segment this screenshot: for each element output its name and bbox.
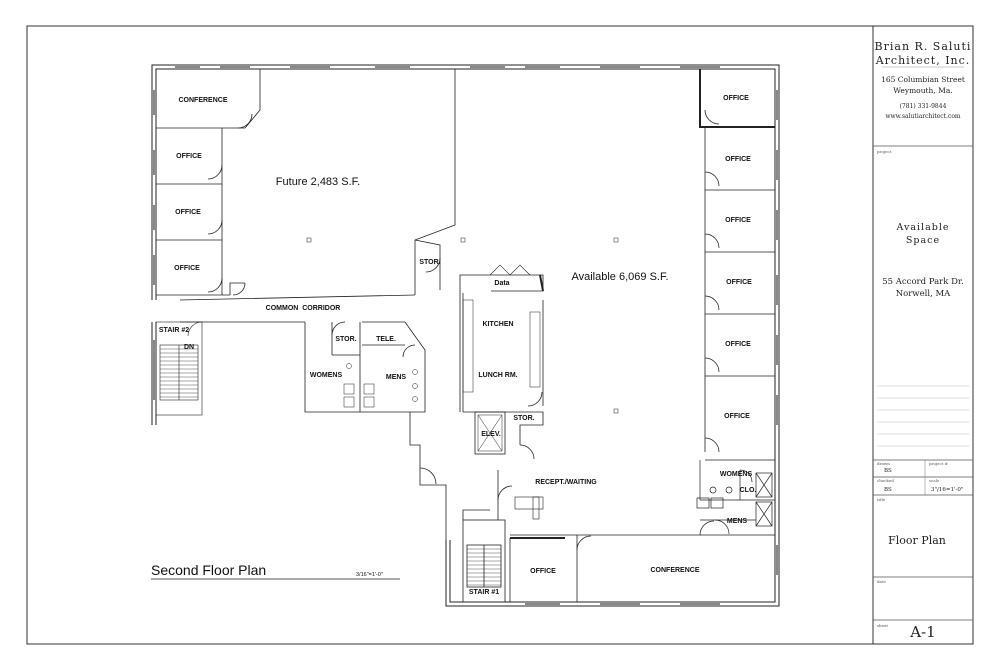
room-office-e4: OFFICE bbox=[726, 279, 752, 286]
project-name: Available bbox=[896, 222, 950, 233]
room-mens-1: MENS bbox=[386, 374, 407, 381]
firm-website: www.salutiarchitect.com bbox=[885, 113, 961, 120]
room-common-corridor: COMMON CORRIDOR bbox=[266, 305, 341, 312]
restroom-core bbox=[304, 321, 447, 540]
room-labels: CONFERENCE OFFICE OFFICE OFFICE Future 2… bbox=[159, 95, 757, 596]
room-womens-2: WOMENS bbox=[720, 471, 753, 478]
drawn-caption: drawn bbox=[877, 461, 890, 466]
room-office-e6: OFFICE bbox=[724, 413, 750, 420]
plan-title-block: Second Floor Plan 3/16"=1'-0" bbox=[151, 562, 400, 580]
elevator bbox=[474, 411, 544, 460]
stair-2-dn: DN bbox=[184, 344, 194, 351]
corridor-walls bbox=[179, 69, 456, 323]
room-conference-nw: CONFERENCE bbox=[178, 97, 227, 104]
column-markers bbox=[306, 237, 619, 414]
room-stair-2: STAIR #2 bbox=[159, 327, 189, 334]
stair-2 bbox=[155, 321, 203, 416]
room-stair-1: STAIR #1 bbox=[469, 589, 499, 596]
date-caption: date bbox=[877, 579, 887, 584]
scale-caption: scale bbox=[929, 478, 940, 483]
room-office-e3: OFFICE bbox=[725, 217, 751, 224]
sheet-border bbox=[26, 25, 974, 645]
east-offices bbox=[699, 69, 775, 461]
room-office-w2: OFFICE bbox=[175, 209, 201, 216]
se-restrooms bbox=[696, 460, 775, 535]
project-caption: project bbox=[877, 149, 892, 154]
drawn-value: BS bbox=[884, 468, 892, 474]
windows bbox=[153, 66, 778, 605]
sheet-number: A-1 bbox=[909, 623, 935, 641]
sheet-caption: sheet bbox=[877, 623, 888, 628]
room-mens-2: MENS bbox=[727, 518, 748, 525]
room-womens-1: WOMENS bbox=[310, 372, 343, 379]
room-elev: ELEV. bbox=[481, 431, 501, 438]
west-offices bbox=[156, 69, 261, 296]
firm-phone: (781) 331-9844 bbox=[900, 103, 947, 110]
room-recept: RECEPT./WAITING bbox=[535, 479, 597, 486]
project-number-caption: project # bbox=[929, 461, 949, 466]
sheet-title: Floor Plan bbox=[888, 534, 946, 547]
room-office-e2: OFFICE bbox=[725, 156, 751, 163]
site-city: Norwell, MA bbox=[896, 289, 951, 299]
exterior-walls bbox=[151, 64, 780, 607]
site-address: 55 Accord Park Dr. bbox=[882, 277, 963, 287]
room-office-e5: OFFICE bbox=[725, 341, 751, 348]
room-office-w3: OFFICE bbox=[174, 265, 200, 272]
floor-plan bbox=[151, 64, 780, 607]
south-rooms bbox=[462, 470, 775, 603]
title-block: Brian R. Saluti Architect, Inc. 165 Colu… bbox=[872, 26, 973, 644]
plan-scale: 3/16"=1'-0" bbox=[356, 572, 383, 578]
available-area-label: Available 6,069 S.F. bbox=[571, 271, 668, 283]
room-stor-2: STOR. bbox=[335, 336, 356, 343]
room-data: Data bbox=[494, 280, 509, 287]
title-caption: title bbox=[877, 497, 886, 502]
checked-caption: checked bbox=[877, 478, 894, 483]
room-stor-3: STOR. bbox=[513, 415, 534, 422]
room-stor-1: STOR. bbox=[419, 259, 440, 266]
room-lunch: LUNCH RM. bbox=[478, 372, 517, 379]
plan-title: Second Floor Plan bbox=[151, 562, 266, 578]
project-name-line2: Space bbox=[906, 235, 940, 246]
firm-name: Brian R. Saluti bbox=[875, 40, 972, 53]
kitchen-area bbox=[459, 264, 544, 413]
scale-value: 3"/16=1'-0" bbox=[931, 487, 963, 493]
room-tele: TELE. bbox=[376, 336, 396, 343]
room-office-s: OFFICE bbox=[530, 568, 556, 575]
checked-value: BS bbox=[884, 487, 892, 493]
room-office-e1: OFFICE bbox=[723, 95, 749, 102]
firm-name-line2: Architect, Inc. bbox=[875, 54, 971, 67]
room-office-w1: OFFICE bbox=[176, 153, 202, 160]
room-conference-s: CONFERENCE bbox=[650, 567, 699, 574]
firm-city: Weymouth, Ma. bbox=[893, 86, 952, 95]
room-kitchen: KITCHEN bbox=[482, 321, 513, 328]
firm-address: 165 Columbian Street bbox=[881, 75, 965, 84]
future-area-label: Future 2,483 S.F. bbox=[276, 176, 360, 188]
revision-lines bbox=[877, 385, 969, 447]
room-clo: CLO. bbox=[740, 487, 757, 494]
